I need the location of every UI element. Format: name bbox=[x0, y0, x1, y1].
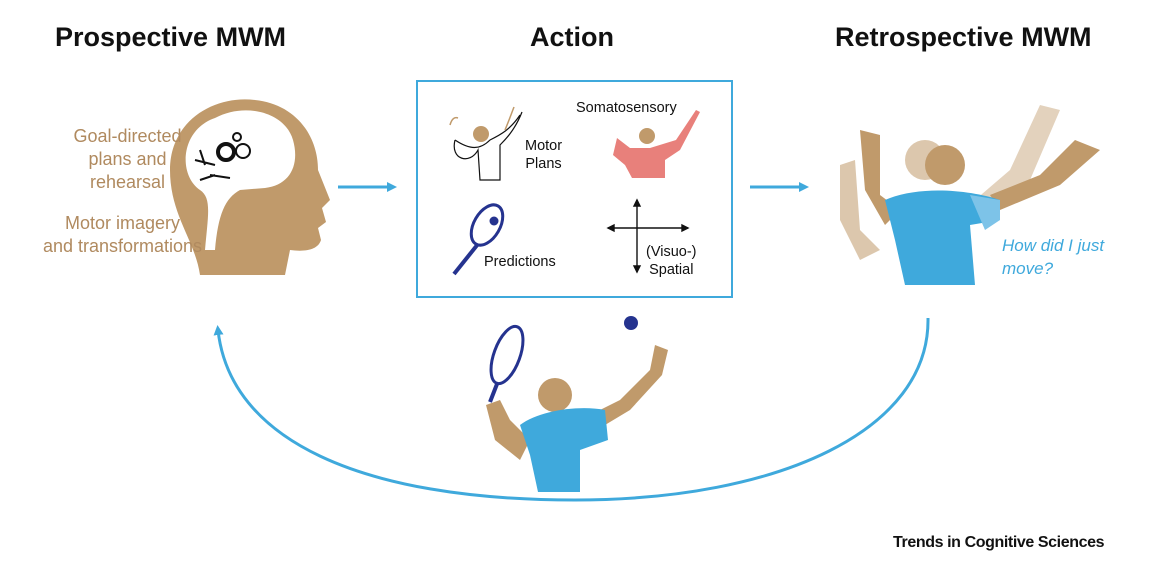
journal-credit: Trends in Cognitive Sciences bbox=[893, 534, 1105, 551]
action-box bbox=[416, 80, 733, 298]
retrospective-question: How did I just move? bbox=[1002, 234, 1104, 280]
spatial-axes-icon bbox=[606, 198, 690, 274]
feedback-loop-arrow bbox=[213, 317, 930, 502]
tennis-racquet-icon bbox=[452, 203, 505, 276]
text-line: Motor imagery bbox=[64, 213, 181, 233]
heading-retrospective: Retrospective MWM bbox=[835, 22, 1092, 52]
label-predictions: Predictions bbox=[484, 254, 556, 270]
heading-action: Action bbox=[530, 22, 614, 52]
text-line: Spatial bbox=[649, 262, 694, 278]
text-line: (Visuo-) bbox=[646, 244, 697, 260]
text-line: Motor bbox=[525, 138, 563, 154]
text-line: move? bbox=[1002, 259, 1054, 278]
tennis-player-figure bbox=[486, 316, 668, 492]
brain-gears-icon bbox=[194, 132, 251, 181]
prospective-goal-text: Goal-directed plans and rehearsal bbox=[40, 125, 215, 194]
text-line: rehearsal bbox=[89, 172, 166, 192]
text-line: plans and bbox=[88, 149, 167, 169]
text-line: Plans bbox=[525, 156, 562, 172]
label-spatial: (Visuo-) Spatial bbox=[646, 243, 697, 279]
text-line: and transformations bbox=[42, 236, 203, 256]
prospective-imagery-text: Motor imagery and transformations bbox=[30, 212, 215, 258]
somatosensory-figure-icon bbox=[613, 110, 700, 178]
label-somatosensory: Somatosensory bbox=[576, 100, 677, 116]
retrospective-motion-figures bbox=[840, 105, 1100, 285]
motor-plans-figure-icon bbox=[449, 106, 523, 181]
head-silhouette-icon bbox=[170, 99, 330, 276]
label-motor-plans: Motor Plans bbox=[525, 137, 562, 173]
text-line: Goal-directed bbox=[73, 126, 182, 146]
heading-prospective: Prospective MWM bbox=[55, 22, 287, 52]
text-line: How did I just bbox=[1002, 236, 1105, 255]
